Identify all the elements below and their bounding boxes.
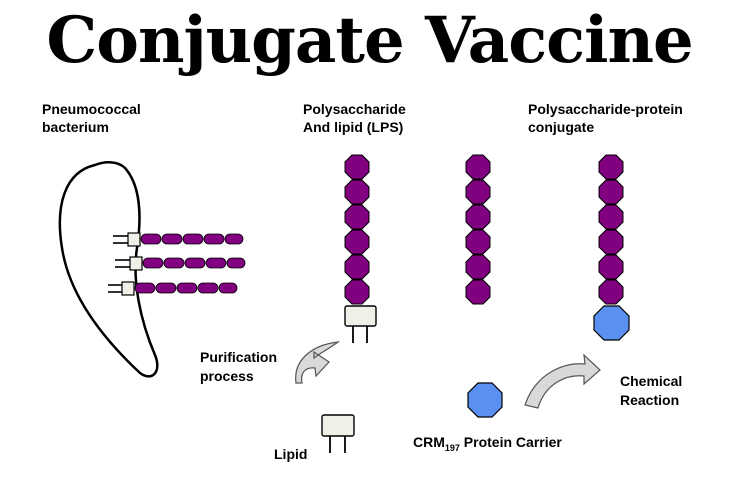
lps-sugar-unit	[344, 154, 370, 180]
bacterium-outline	[58, 161, 159, 378]
conjugate-protein-carrier	[593, 305, 630, 341]
free-sugar-unit	[465, 229, 491, 255]
bacterium-lipid-anchor	[127, 232, 141, 247]
lps-sugar-unit	[344, 254, 370, 280]
conjugate-polysaccharide-chain	[598, 154, 624, 305]
purification-label-line2: process	[200, 368, 254, 384]
crm197-label: CRM197 Protein Carrier	[413, 433, 562, 457]
bacterium-chain-2	[115, 256, 246, 271]
lps-lipid-block	[344, 305, 377, 343]
bacterium-sugar-unit	[203, 233, 225, 245]
bacterium-sugar-unit	[224, 233, 244, 245]
free-sugar-unit	[465, 279, 491, 305]
crm-prefix: CRM	[413, 434, 445, 450]
bacterium-sugar-unit	[155, 282, 177, 294]
crm197-protein	[467, 382, 503, 418]
free-sugar-unit	[465, 179, 491, 205]
bacterium-lipid-anchor	[121, 281, 135, 296]
bacterium-chain-3	[108, 281, 238, 296]
lps-sugar-unit	[344, 229, 370, 255]
conjugate-sugar-unit	[598, 204, 624, 230]
free-sugar-unit	[465, 204, 491, 230]
free-sugar-unit	[465, 254, 491, 280]
conjugate-label-line2: conjugate	[528, 119, 595, 135]
bacterium-sugar-unit	[205, 257, 227, 269]
conjugate-sugar-unit	[598, 229, 624, 255]
bacterium-sugar-unit	[184, 257, 206, 269]
lps-sugar-unit	[344, 179, 370, 205]
bacterium-sugar-unit	[142, 257, 164, 269]
bacterium-sugar-unit	[182, 233, 204, 245]
purified-lipid-block	[321, 414, 355, 453]
bacterium-label-line2: bacterium	[42, 119, 109, 135]
lps-sugar-unit	[344, 279, 370, 305]
conjugate-sugar-unit	[598, 154, 624, 180]
chemical-label-line1: Chemical	[620, 373, 683, 389]
free-polysaccharide-chain	[465, 154, 491, 305]
conjugate-label-line1: Polysaccharide-protein	[528, 101, 683, 117]
bacterium-sugar-unit	[140, 233, 162, 245]
bacterium-sugar-unit	[226, 257, 246, 269]
bacterium-sugar-unit	[163, 257, 185, 269]
bacterium-sugar-unit	[176, 282, 198, 294]
bacterium-lipid-anchor	[129, 256, 143, 271]
purification-arrow	[295, 341, 341, 384]
purification-label-line1: Purification	[200, 349, 278, 365]
lps-polysaccharide-chain	[344, 154, 370, 305]
bacterium-sugar-unit	[161, 233, 183, 245]
crm-suffix: Protein Carrier	[459, 434, 562, 450]
crm-subscript: 197	[444, 442, 460, 453]
free-sugar-unit	[465, 154, 491, 180]
conjugate-sugar-unit	[598, 254, 624, 280]
bacterium-sugar-unit	[218, 282, 238, 294]
bacterium-chain-1	[113, 232, 244, 247]
chemical-label-line2: Reaction	[620, 392, 680, 408]
bacterium-label-line1: Pneumococcal	[42, 101, 141, 117]
lps-label-line1: Polysaccharide	[303, 101, 406, 117]
bacterium-sugar-unit	[197, 282, 219, 294]
diagram-title: Conjugate Vaccine	[46, 3, 693, 78]
lipid-label: Lipid	[274, 446, 308, 462]
conjugate-sugar-unit	[598, 179, 624, 205]
bacterium-sugar-unit	[134, 282, 156, 294]
chemical-reaction-arrow	[524, 353, 601, 409]
lps-sugar-unit	[344, 204, 370, 230]
conjugate-sugar-unit	[598, 279, 624, 305]
lps-label-line2: And lipid (LPS)	[303, 119, 404, 135]
